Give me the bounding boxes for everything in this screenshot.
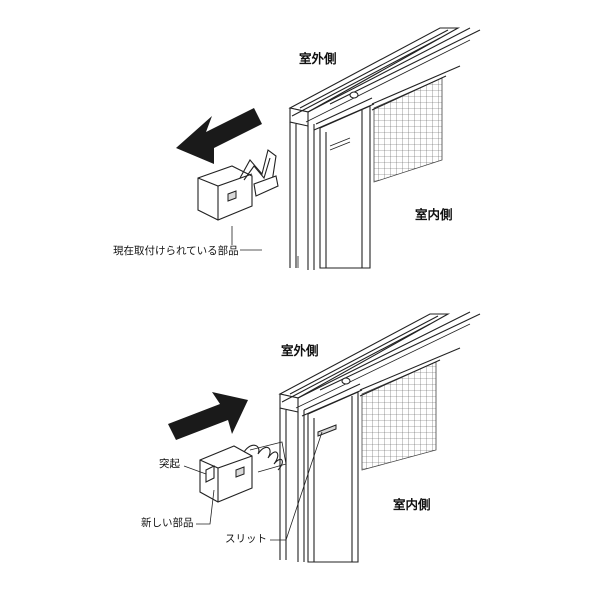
outside-label: 室外側 — [296, 50, 340, 67]
new-part-callout: 新しい部品 — [140, 517, 195, 530]
inside-label: 室内側 — [412, 206, 456, 223]
removal-arrow-icon — [176, 108, 262, 164]
outside-label: 室外側 — [278, 342, 322, 359]
inside-label: 室内側 — [390, 496, 434, 513]
protrusion-callout: 突起 — [158, 458, 181, 471]
window-frame — [288, 27, 481, 270]
current-part-drawing — [197, 149, 279, 221]
new-part-leader — [196, 489, 215, 525]
installation-panel: 室外側 室内側 突起 新しい部品 スリット — [0, 300, 600, 600]
protrusion-leader — [183, 465, 207, 475]
new-part-drawing — [199, 441, 287, 503]
removal-panel: 室外側 室内側 現在取付けられている部品 — [112, 27, 481, 270]
install-arrow-icon — [168, 392, 248, 440]
installation-drawing — [168, 311, 481, 563]
slit-callout: スリット — [224, 533, 268, 546]
slit-leader — [270, 431, 323, 541]
current-part-callout: 現在取付けられている部品 — [112, 245, 240, 258]
window-frame-lower — [278, 311, 481, 563]
removal-drawing — [176, 27, 481, 270]
